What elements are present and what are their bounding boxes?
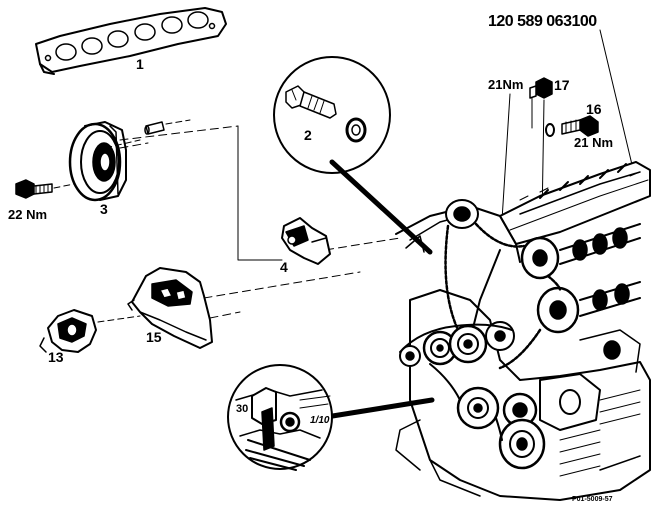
part-1-label: 1 (136, 56, 144, 72)
engine-block-drawing (395, 161, 651, 501)
pulley-drawing (68, 121, 239, 202)
part-16-label: 16 (586, 101, 602, 117)
cover-drawing (127, 267, 361, 349)
torque-pulley-bolt-label: 22 Nm (8, 207, 48, 222)
gasket-drawing (35, 7, 227, 75)
detail-mark-b: 1/10 (310, 415, 330, 426)
part-number-label: 120 589 063100 (488, 13, 597, 30)
bracket-drawing (281, 217, 331, 265)
part-13-label: 13 (48, 349, 64, 365)
torque-bolt-17-label: 21Nm (488, 77, 524, 92)
dowel-pin-drawing (144, 119, 191, 135)
part-3-label: 3 (100, 201, 108, 217)
part-2-label: 2 (304, 127, 312, 143)
zoom-circle-bottom (227, 364, 435, 471)
pulley-bolt-drawing (15, 179, 75, 199)
part-4-label: 4 (280, 259, 288, 275)
detail-mark-a: 30 (236, 403, 249, 415)
bolt-16-drawing (545, 115, 599, 137)
torque-bolt-16-label: 21 Nm (574, 135, 614, 150)
zoom-circle-top (273, 56, 433, 255)
part-17-label: 17 (554, 77, 570, 93)
figure-code-label: P01-5009-57 (572, 496, 613, 503)
tensioner-bracket-drawing (39, 309, 141, 353)
bolt-17-drawing (529, 77, 553, 129)
part-15-label: 15 (146, 329, 162, 345)
